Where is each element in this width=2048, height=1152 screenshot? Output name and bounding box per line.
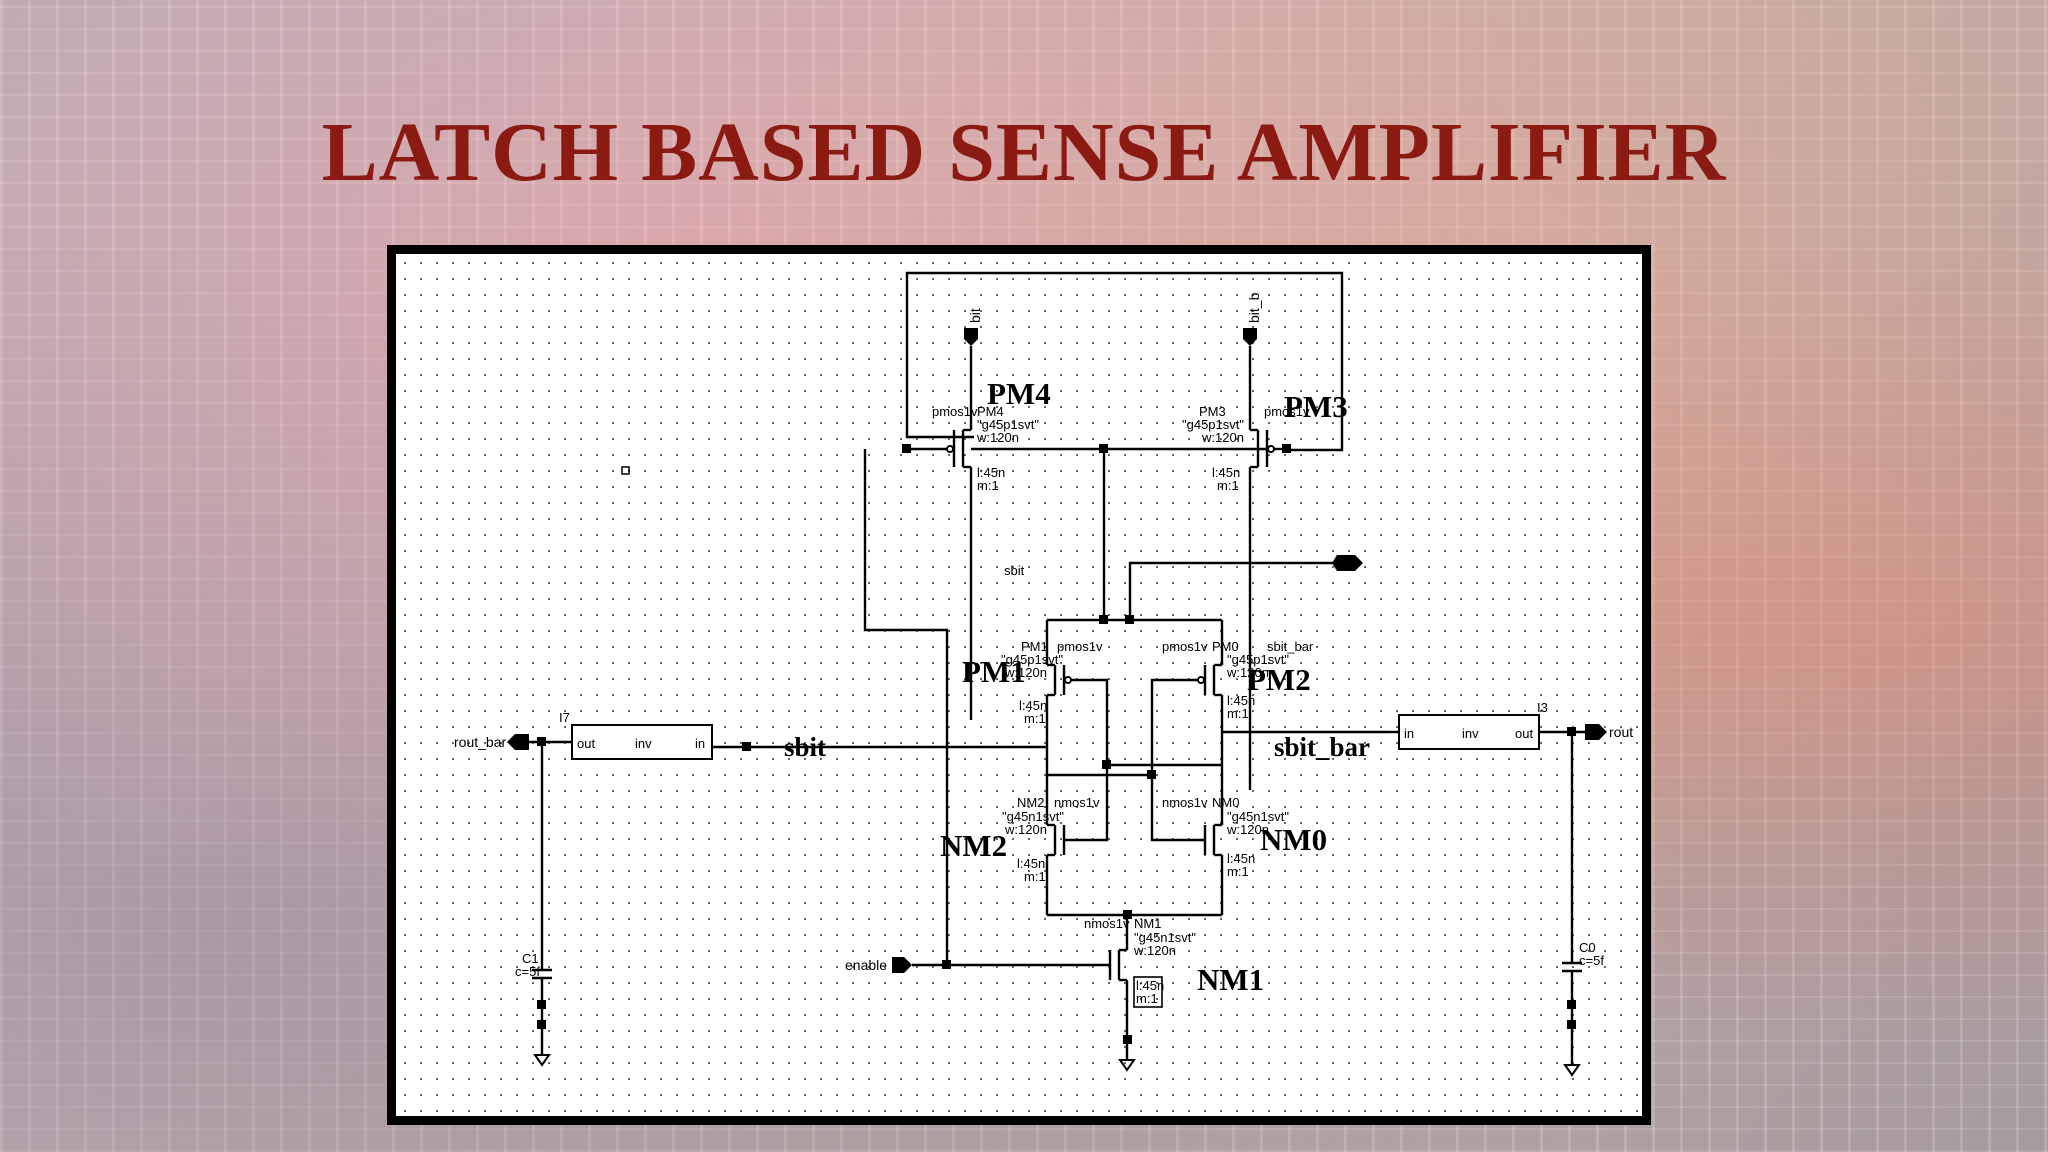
- svg-text:m:1: m:1: [1024, 869, 1046, 884]
- svg-text:nmos1v: nmos1v: [1162, 795, 1208, 810]
- rout-bar-pin: rout_bar: [454, 734, 529, 750]
- svg-text:l:45n: l:45n: [1227, 851, 1255, 866]
- svg-text:I7: I7: [559, 710, 570, 725]
- enable-label: enable: [845, 957, 887, 973]
- nm2-label: NM2: [940, 828, 1007, 863]
- svg-text:l:45n: l:45n: [1212, 465, 1240, 480]
- sbit-net-small: sbit: [1004, 563, 1025, 578]
- inverter-i3: I3 in inv out: [1387, 700, 1587, 750]
- svg-text:l:45n: l:45n: [977, 465, 1005, 480]
- svg-text:"g45n1svt": "g45n1svt": [1002, 809, 1064, 824]
- transistor-pm2: pmos1v PM0 "g45p1svt" w:120n l:45n m:1 s…: [1150, 639, 1314, 810]
- svg-text:m:1: m:1: [1136, 991, 1158, 1006]
- sbit-label: sbit: [784, 732, 826, 762]
- bit-b-pin: bit_b: [1243, 292, 1262, 415]
- svg-text:m:1: m:1: [1217, 478, 1239, 493]
- svg-text:m:1: m:1: [1227, 864, 1249, 879]
- svg-text:in: in: [695, 736, 705, 751]
- pm3-label: PM3: [1284, 389, 1348, 424]
- svg-text:C0: C0: [1579, 940, 1596, 955]
- svg-text:"g45n1svt": "g45n1svt": [1227, 809, 1289, 824]
- svg-text:pmos1v: pmos1v: [1162, 639, 1208, 654]
- svg-text:NM1: NM1: [1134, 916, 1161, 931]
- svg-text:c=5f: c=5f: [1579, 953, 1604, 968]
- svg-text:w:120n: w:120n: [1226, 665, 1269, 680]
- svg-text:in: in: [1404, 726, 1414, 741]
- svg-text:I3: I3: [1537, 700, 1548, 715]
- pm1-label: PM1: [962, 654, 1026, 689]
- rout-bar-label: rout_bar: [454, 734, 506, 750]
- svg-text:pmos1v: pmos1v: [932, 404, 978, 419]
- sbit-bar-label: sbit_bar: [1274, 732, 1370, 762]
- schematic-grid: [399, 257, 1639, 1113]
- transistor-pm4: pmos1v PM4 "g45p1svt" w:120n l:45n m:1 P…: [907, 376, 1051, 720]
- svg-text:l:45n: l:45n: [1136, 978, 1164, 993]
- svg-text:l:45n: l:45n: [1019, 698, 1047, 713]
- svg-text:m:1: m:1: [1024, 711, 1046, 726]
- transistor-nm2: NM2 nmos1v "g45n1svt" w:120n l:45n m:1 N…: [940, 795, 1109, 915]
- svg-text:l:45n: l:45n: [1017, 856, 1045, 871]
- rout-label: rout: [1609, 724, 1633, 740]
- inverter-i7: I7 out inv in: [522, 710, 713, 760]
- pm2-label: PM2: [1247, 662, 1311, 697]
- pm4-label: PM4: [987, 376, 1051, 411]
- vdd-pin: [1128, 555, 1363, 620]
- svg-text:"g45p1svt": "g45p1svt": [1001, 652, 1063, 667]
- top-feedback-wires: [905, 271, 1344, 452]
- svg-text:"g45p1svt": "g45p1svt": [1182, 417, 1244, 432]
- svg-text:"g45n1svt": "g45n1svt": [1134, 930, 1196, 945]
- bit-pin-label: bit: [967, 308, 983, 323]
- svg-text:nmos1v: nmos1v: [1084, 916, 1130, 931]
- transistor-nm0: nmos1v NM0 "g45n1svt" w:120n l:45n m:1 N…: [1150, 795, 1327, 915]
- bit-b-pin-label: bit_b: [1246, 292, 1262, 323]
- svg-text:w:120n: w:120n: [1004, 665, 1047, 680]
- enable-pin: enable: [845, 957, 947, 973]
- svg-text:PM3: PM3: [1199, 404, 1226, 419]
- enable-loop-wire: [863, 449, 949, 965]
- svg-text:m:1: m:1: [1227, 706, 1249, 721]
- svg-text:w:120n: w:120n: [1004, 822, 1047, 837]
- svg-text:pmos1v: pmos1v: [1264, 404, 1310, 419]
- svg-text:PM0: PM0: [1212, 639, 1239, 654]
- svg-text:nmos1v: nmos1v: [1054, 795, 1100, 810]
- svg-text:pmos1v: pmos1v: [1057, 639, 1103, 654]
- svg-text:inv: inv: [1462, 726, 1479, 741]
- svg-text:PM1: PM1: [1021, 639, 1048, 654]
- svg-text:"g45p1svt": "g45p1svt": [1227, 652, 1289, 667]
- svg-text:out: out: [1515, 726, 1533, 741]
- svg-text:w:120n: w:120n: [1201, 430, 1244, 445]
- transistor-pm1: PM1 pmos1v "g45p1svt" w:120n l:45n m:1 P…: [962, 639, 1109, 810]
- rout-pin: rout: [1585, 724, 1633, 740]
- svg-text:l:45n: l:45n: [1227, 693, 1255, 708]
- bit-pin: bit: [964, 308, 983, 415]
- svg-text:inv: inv: [635, 736, 652, 751]
- svg-text:w:120n: w:120n: [1226, 822, 1269, 837]
- nm0-label: NM0: [1260, 822, 1327, 857]
- svg-text:NM2: NM2: [1017, 795, 1044, 810]
- schematic-diagram: bit bit_b pmos1v PM4 "g45p1svt" w:120n l…: [399, 257, 1639, 1113]
- svg-text:"g45p1svt": "g45p1svt": [977, 417, 1039, 432]
- svg-text:out: out: [577, 736, 595, 751]
- nm1-label: NM1: [1197, 962, 1264, 997]
- svg-text:m:1: m:1: [977, 478, 999, 493]
- svg-text:PM4: PM4: [977, 404, 1004, 419]
- transistor-nm1: nmos1v NM1 "g45n1svt" w:120n l:45n m:1 N…: [947, 916, 1264, 1072]
- svg-text:sbit_bar: sbit_bar: [1267, 639, 1314, 654]
- capacitor-c1: C1 c=5f: [515, 742, 552, 1067]
- svg-text:C1: C1: [522, 951, 539, 966]
- capacitor-c0: C0 c=5f: [1562, 732, 1604, 1077]
- svg-text:c=5f: c=5f: [515, 964, 540, 979]
- junction-dots: [537, 444, 1576, 1044]
- svg-text:w:120n: w:120n: [1133, 943, 1176, 958]
- slide-title: LATCH BASED SENSE AMPLIFIER: [321, 106, 1727, 199]
- svg-text:NM0: NM0: [1212, 795, 1239, 810]
- svg-text:w:120n: w:120n: [976, 430, 1019, 445]
